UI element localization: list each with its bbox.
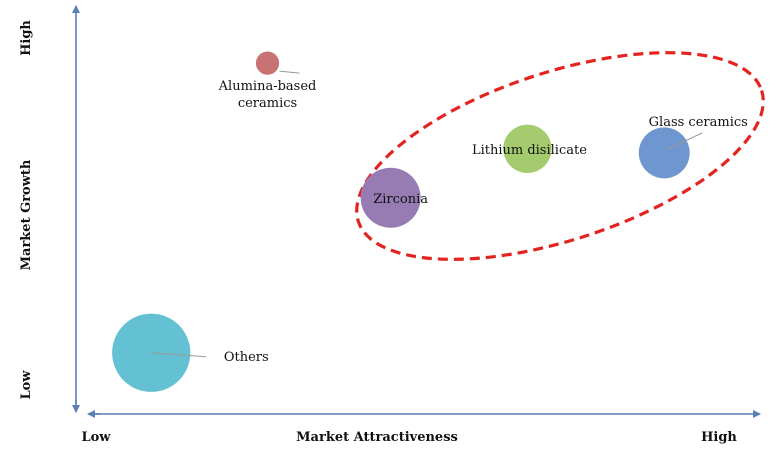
y-axis-title: Market Growth: [19, 159, 34, 270]
leader-line: [279, 70, 300, 74]
bubble-glass-ceramics: [638, 127, 690, 179]
y-axis-high-label: High: [19, 20, 34, 56]
highlight-ellipse: [355, 51, 765, 261]
y-axis-low-label: Low: [19, 370, 34, 400]
bubble-zirconia: [360, 167, 421, 228]
bubble-lithium-disilicate: [503, 124, 552, 173]
bubble-label: Zirconia: [373, 192, 428, 207]
leader-line: [668, 132, 703, 150]
leader-line: [151, 352, 207, 358]
x-axis-high-label: High: [701, 430, 737, 445]
bubble-label: Others: [224, 350, 269, 365]
bubble-alumina-based-ceramics: [255, 51, 280, 75]
x-axis-title: Market Attractiveness: [296, 430, 458, 445]
bubble-label: Glass ceramics: [649, 115, 748, 130]
bubble-label: Lithium disilicate: [472, 143, 587, 158]
x-axis-low-label: Low: [81, 430, 111, 445]
